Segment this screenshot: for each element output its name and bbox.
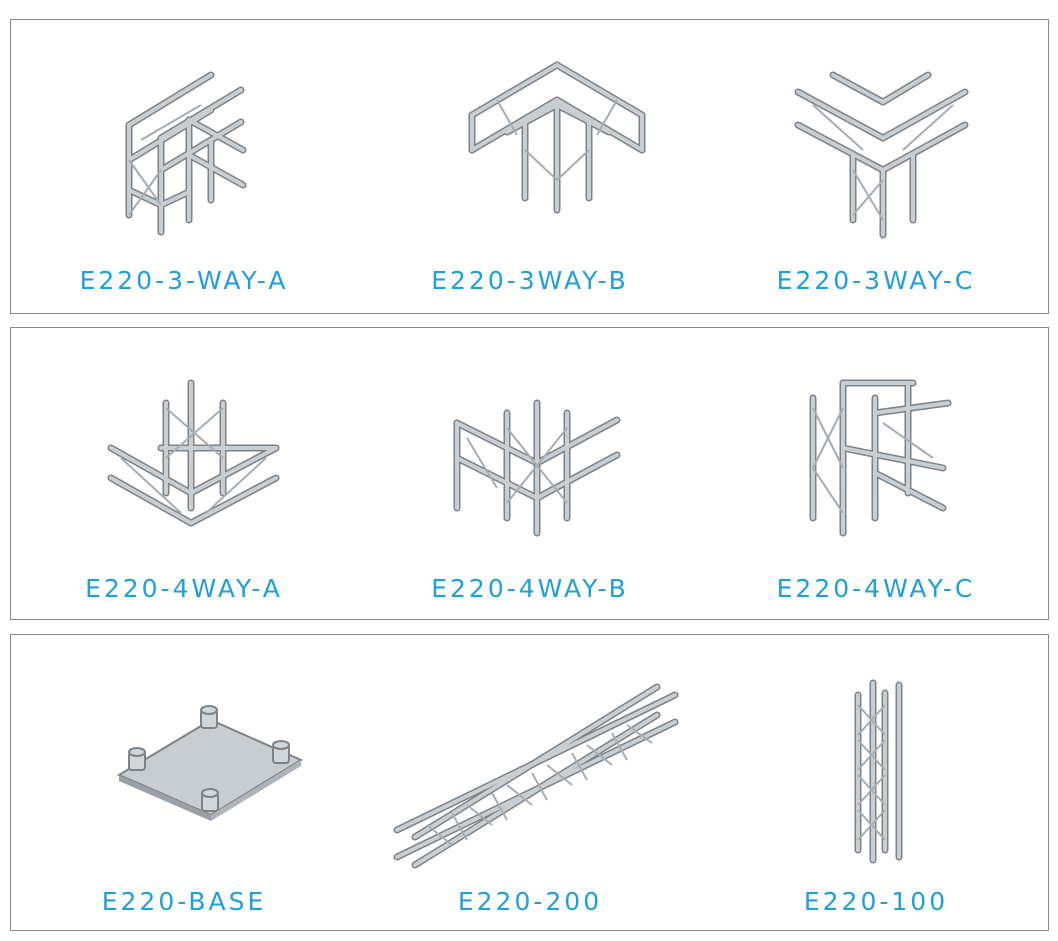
product-e220-4way-b[interactable]: E220-4WAY-B bbox=[357, 328, 703, 619]
truss-4way-t-icon bbox=[809, 379, 952, 537]
product-label: E220-3-WAY-A bbox=[79, 266, 289, 295]
truss-4way-cross-icon bbox=[453, 399, 621, 537]
panel-3way: E220-3-WAY-A E220-3WAY-B bbox=[10, 19, 1049, 314]
truss-4way-corner-icon bbox=[107, 379, 280, 527]
truss-3way-t-icon bbox=[794, 71, 969, 239]
truss-3way-flat-corner-icon bbox=[468, 61, 646, 214]
product-label: E220-BASE bbox=[101, 887, 267, 916]
product-label: E220-4WAY-A bbox=[85, 574, 283, 603]
product-e220-3way-b[interactable]: E220-3WAY-B bbox=[357, 20, 703, 313]
product-label: E220-200 bbox=[457, 887, 603, 916]
product-label: E220-3WAY-C bbox=[776, 266, 976, 295]
panel-4way: E220-4WAY-A E220-4WAY-B bbox=[10, 327, 1049, 620]
truss-straight-100-icon bbox=[854, 679, 903, 864]
product-label: E220-100 bbox=[803, 887, 949, 916]
product-e220-100[interactable]: E220-100 bbox=[703, 635, 1049, 930]
product-e220-200[interactable]: E220-200 bbox=[357, 635, 703, 930]
product-e220-4way-a[interactable]: E220-4WAY-A bbox=[11, 328, 357, 619]
product-e220-4way-c[interactable]: E220-4WAY-C bbox=[703, 328, 1049, 619]
truss-straight-200-icon bbox=[393, 683, 679, 869]
product-label: E220-3WAY-B bbox=[431, 266, 629, 295]
truss-base-plate-icon bbox=[116, 705, 304, 821]
product-e220-3way-a[interactable]: E220-3-WAY-A bbox=[11, 20, 357, 313]
truss-3way-corner-icon bbox=[125, 71, 247, 236]
product-e220-3way-c[interactable]: E220-3WAY-C bbox=[703, 20, 1049, 313]
product-label: E220-4WAY-C bbox=[776, 574, 976, 603]
product-e220-base[interactable]: E220-BASE bbox=[11, 635, 357, 930]
panel-base-straight: E220-BASE E220-200 bbox=[10, 634, 1049, 931]
product-label: E220-4WAY-B bbox=[431, 574, 629, 603]
